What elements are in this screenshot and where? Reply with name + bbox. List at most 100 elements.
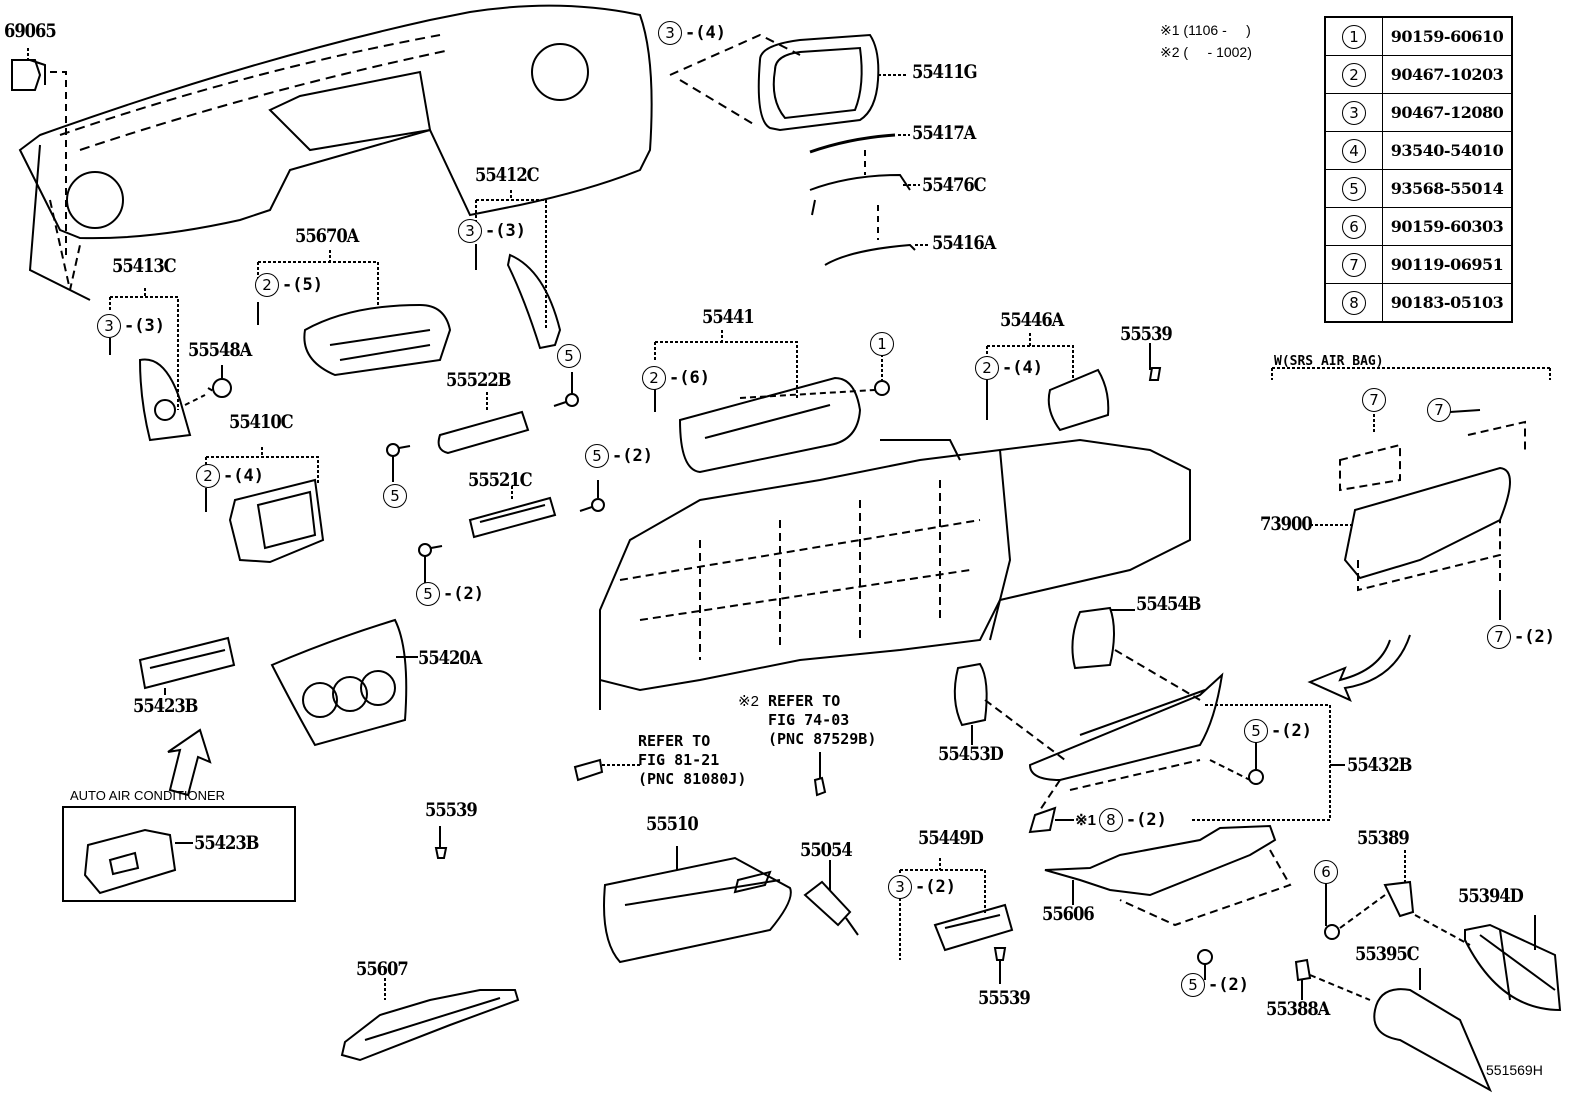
bezel-55522B [437, 410, 530, 455]
ref-number-circle: 5 [416, 582, 440, 606]
fastener-callout: 5 [383, 484, 407, 508]
part-label-55441: 55441 [702, 306, 755, 328]
legend-row: 1 90159-60610 [1324, 16, 1513, 56]
part-label-55539: 55539 [1120, 323, 1173, 345]
part-label-55454B: 55454B [1136, 593, 1202, 615]
fastener-callout: 7-(2) [1487, 625, 1555, 649]
part-label-55446A: 55446A [1000, 309, 1064, 331]
knee-airbag-73900 [1343, 466, 1511, 580]
quantity: -(3) [124, 315, 165, 336]
quantity: -(2) [1125, 809, 1167, 830]
legend-part-number: 90159-60610 [1382, 16, 1513, 56]
part-label-55412C: 55412C [475, 164, 540, 186]
bracket-55389 [1383, 880, 1415, 918]
fastener-callout: 2-(4) [975, 356, 1043, 380]
fastener-callout: 5-(2) [1181, 973, 1249, 997]
quantity: -(4) [685, 22, 726, 43]
quantity: -(2) [612, 445, 653, 466]
legend-number-cell: 1 [1324, 16, 1383, 56]
quantity: -(2) [443, 583, 484, 604]
ref-number-circle: 2 [975, 356, 999, 380]
legend-row: 8 90183-05103 [1324, 283, 1513, 323]
quantity: -(6) [669, 367, 710, 388]
ref-number-circle: 8 [1342, 290, 1366, 315]
auto-ac-inset-box [62, 806, 296, 902]
part-label-55432B: 55432B [1347, 754, 1413, 776]
fastener-callout: 5 [557, 344, 581, 368]
bracket-55453D [953, 662, 988, 727]
part-label-55521C: 55521C [468, 469, 533, 491]
part-label-55413C: 55413C [112, 255, 177, 277]
glove-box-55510 [603, 856, 792, 964]
ref-number-circle: 3 [97, 314, 121, 338]
heater-control-panel-55420A [270, 618, 408, 747]
part-label-55606: 55606 [1042, 903, 1095, 925]
fastener-callout: 1 [870, 332, 894, 356]
part-label-55607: 55607 [356, 958, 409, 980]
ref-number-circle: 5 [1244, 719, 1268, 743]
legend-part-number: 93540-54010 [1382, 131, 1513, 170]
legend-number-cell: 4 [1324, 131, 1383, 170]
part-label-73900: 73900 [1260, 513, 1313, 535]
part-label-55539-b: 55539 [425, 799, 478, 821]
reference-note-81-21: REFER TO FIG 81-21 (PNC 81080J) [638, 732, 747, 788]
ref-number-circle: 3 [458, 219, 482, 243]
quantity: -(4) [1002, 357, 1043, 378]
quantity: -(2) [915, 876, 956, 897]
quantity: -(4) [223, 465, 264, 486]
ref-number-circle: 2 [255, 273, 279, 297]
legend-row: 6 90159-60303 [1324, 207, 1513, 246]
clip-69065 [11, 59, 46, 91]
quantity: -(2) [1514, 626, 1555, 647]
ref-number-circle: 1 [1342, 24, 1366, 49]
legend-number-cell: 2 [1324, 55, 1383, 94]
legend-number-cell: 7 [1324, 245, 1383, 284]
ref-number-circle: 7 [1427, 398, 1451, 422]
clip-55388A [1294, 958, 1312, 982]
part-label-55417A: 55417A [912, 122, 976, 144]
ref-number-circle: 5 [585, 444, 609, 468]
fastener-callout: 2-(4) [196, 464, 264, 488]
auto-ac-group-label: AUTO AIR CONDITIONER [70, 788, 226, 803]
quantity: -(2) [1208, 974, 1249, 995]
legend-part-number: 90183-05103 [1382, 283, 1513, 323]
part-label-55522B: 55522B [446, 369, 512, 391]
lower-panel-55432B [1028, 672, 1224, 782]
lower-trim-55446A [1047, 368, 1110, 432]
ref-number-circle: 2 [642, 366, 666, 390]
fastener-callout: 5-(2) [585, 444, 653, 468]
instrument-panel-reinforcement [599, 438, 1191, 710]
ref-number-circle: 6 [1342, 214, 1366, 239]
part-label-55054: 55054 [800, 839, 853, 861]
part-label-55395C: 55395C [1355, 943, 1420, 965]
note-marker-2: ※2 [738, 693, 759, 710]
ref-number-circle: 7 [1487, 625, 1511, 649]
legend-part-number: 90159-60303 [1382, 207, 1513, 246]
ref-number-circle: 2 [196, 464, 220, 488]
connector-81080J [573, 758, 604, 782]
ref-number-circle: 5 [1342, 176, 1366, 201]
bezel-55521C [468, 496, 557, 539]
part-label-55416A: 55416A [932, 232, 996, 254]
part-label-69065: 69065 [4, 20, 57, 42]
ref-number-circle: 2 [1342, 62, 1366, 87]
quantity: -(2) [1271, 720, 1312, 741]
upper-panel-55441 [678, 376, 862, 474]
under-cover-55606 [1044, 824, 1277, 897]
center-vent-55670A [303, 303, 452, 377]
fastener-callout: 3-(4) [658, 21, 726, 45]
part-label-55510: 55510 [646, 813, 699, 835]
instrument-panel-upper [18, 4, 653, 301]
direction-arrow [1307, 634, 1411, 702]
legend-number-cell: 3 [1324, 93, 1383, 132]
side-cover-55395C [1373, 988, 1493, 1093]
ref-number-circle: 7 [1342, 252, 1366, 277]
legend-part-number: 90119-06951 [1382, 245, 1513, 284]
fastener-callout: 5-(2) [1244, 719, 1312, 743]
part-label-55539-c: 55539 [978, 987, 1031, 1009]
legend-number-cell: 8 [1324, 283, 1383, 323]
